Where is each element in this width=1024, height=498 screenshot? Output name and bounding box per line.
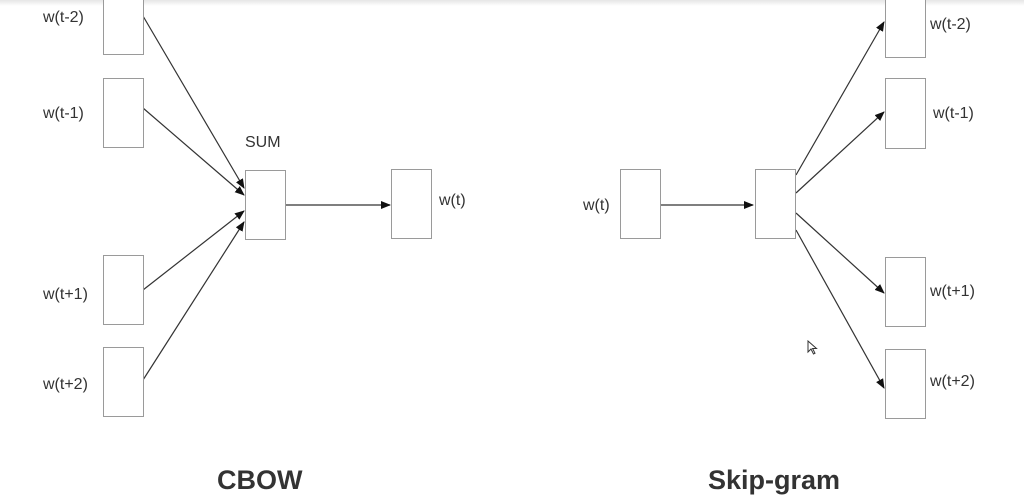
skipgram-title: Skip-gram: [708, 465, 841, 495]
cbow-output-box: [391, 169, 432, 239]
skipgram-output-box-t-plus-2: [885, 349, 926, 419]
skipgram-arrow-t-minus-1: [795, 111, 885, 194]
skipgram-input-box: [620, 169, 661, 239]
skipgram-arrow-t-minus-2: [795, 21, 885, 176]
skipgram-arrow-t-plus-1: [795, 212, 885, 294]
cbow-input-box-t-plus-2: [103, 347, 144, 417]
cbow-input-box-t-minus-1: [103, 78, 144, 148]
cbow-projection-box: [245, 170, 286, 240]
skipgram-output-box-t-minus-1: [885, 78, 926, 149]
cbow-input-box-t-plus-1: [103, 255, 144, 325]
cbow-input-label: w(t-2): [43, 9, 84, 26]
cbow-input-label: w(t+1): [43, 286, 88, 303]
cbow-arrow-t-minus-2: [142, 15, 245, 189]
cbow-arrow-t-minus-1: [142, 107, 245, 196]
skipgram-arrow-t-plus-2: [795, 229, 885, 389]
cbow-arrow-t-plus-1: [142, 210, 245, 291]
cbow-sum-label: SUM: [245, 134, 281, 151]
cbow-title: CBOW: [217, 465, 303, 495]
cbow-output-label: w(t): [439, 192, 466, 209]
skipgram-input-label: w(t): [583, 197, 610, 214]
cbow-input-label: w(t+2): [43, 376, 88, 393]
cbow-input-label: w(t-1): [43, 105, 84, 122]
cbow-arrow-t-plus-2: [142, 221, 245, 381]
window-top-edge: [0, 0, 1024, 6]
mouse-cursor-icon: [807, 340, 818, 355]
skipgram-output-label: w(t-1): [933, 105, 974, 122]
cbow-input-box-t-minus-2: [103, 0, 144, 55]
skipgram-output-box-t-plus-1: [885, 257, 926, 327]
skipgram-output-box-t-minus-2: [885, 0, 926, 58]
skipgram-output-label: w(t+1): [930, 283, 975, 300]
skipgram-projection-box: [755, 169, 796, 239]
skipgram-output-label: w(t-2): [930, 16, 971, 33]
skipgram-output-label: w(t+2): [930, 373, 975, 390]
